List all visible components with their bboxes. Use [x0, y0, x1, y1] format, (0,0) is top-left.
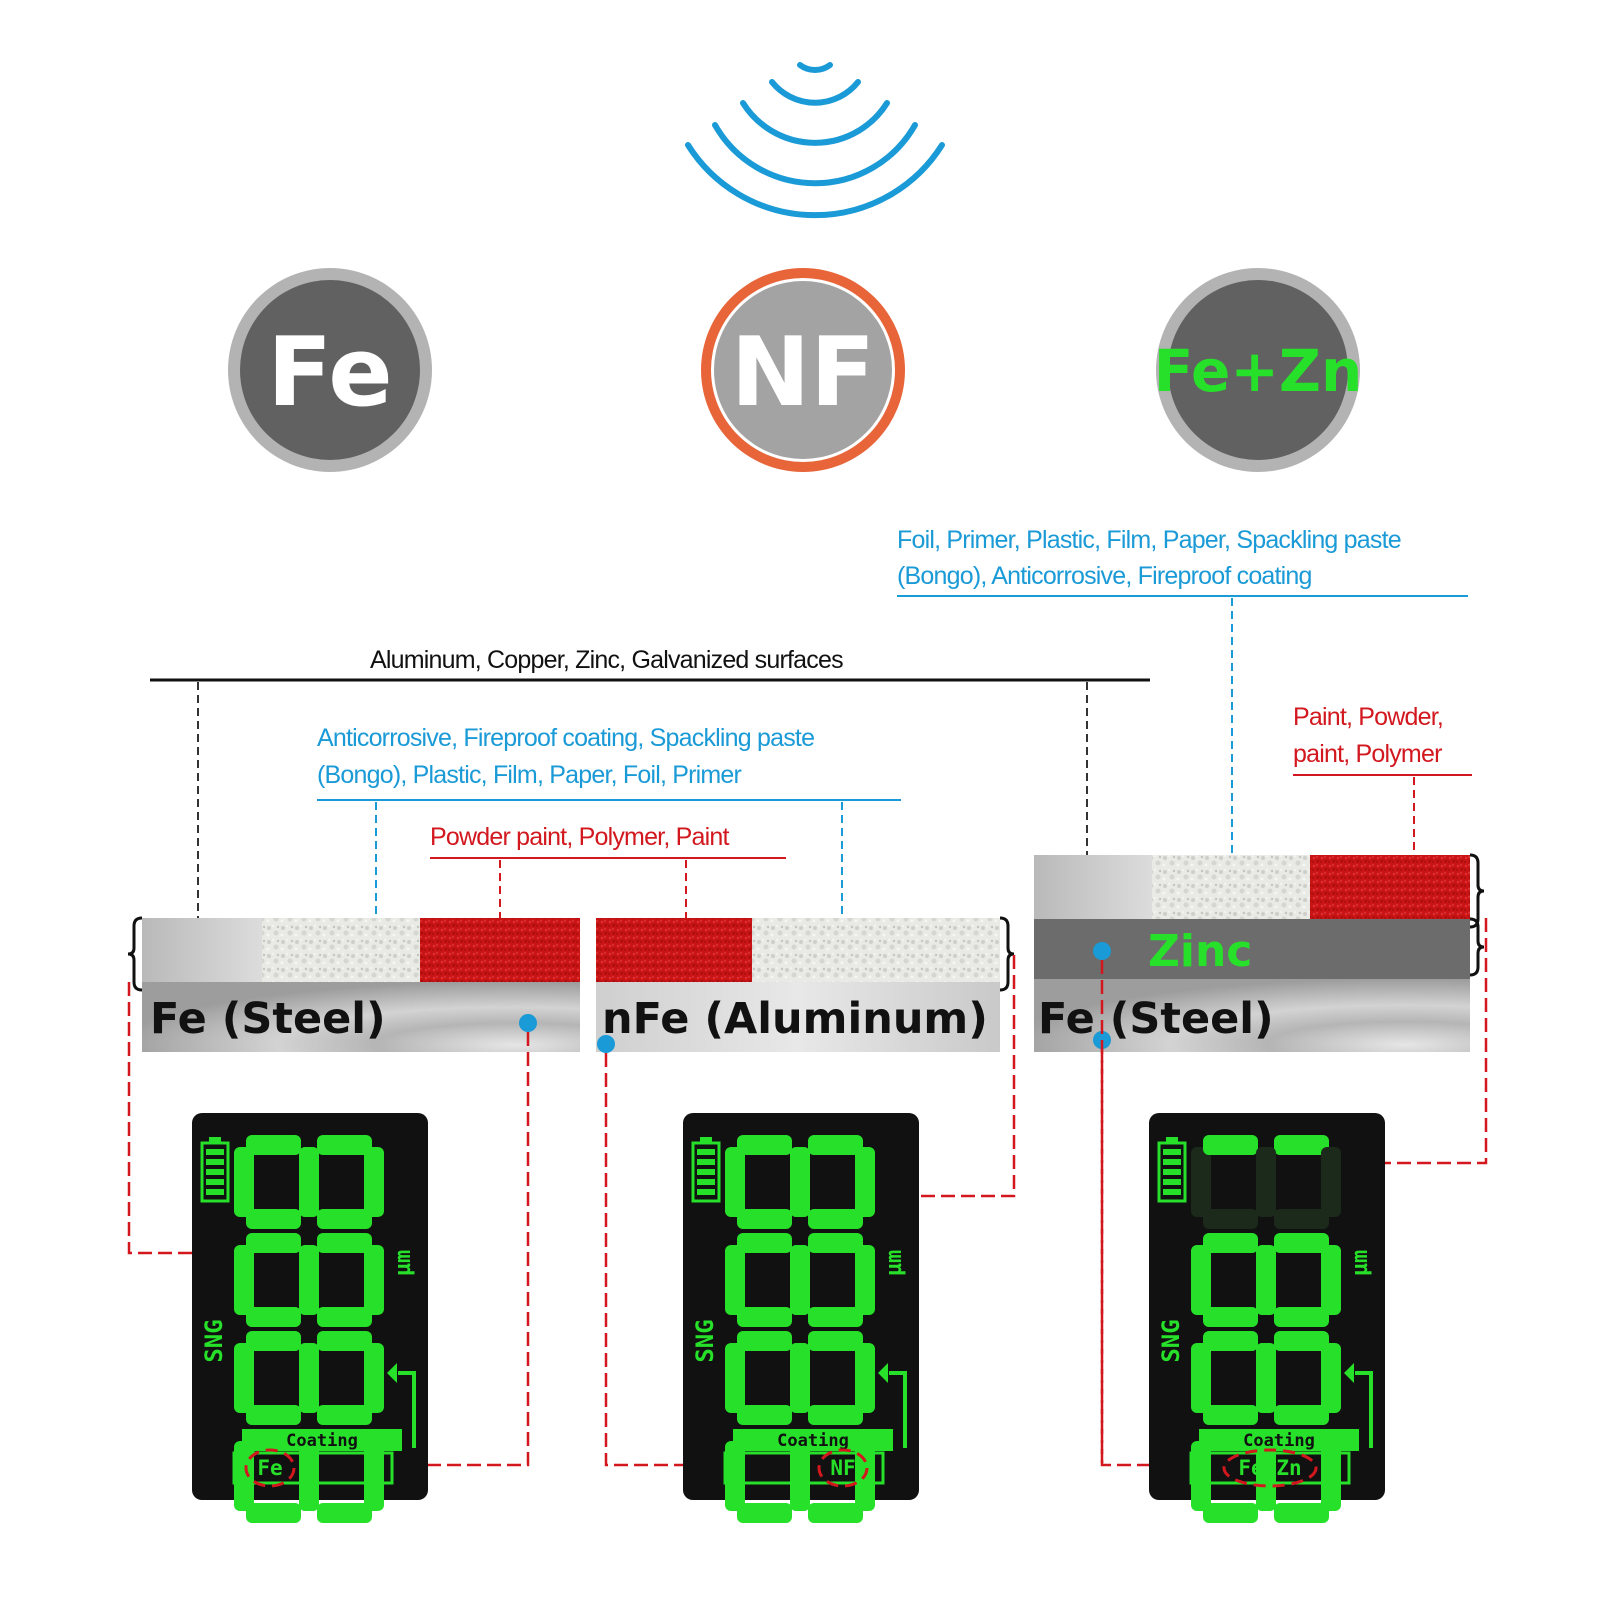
lcd-digit: [725, 1135, 875, 1229]
lcd-digit: [234, 1233, 384, 1327]
unit-label: µm: [391, 1250, 416, 1277]
coating-label: Coating: [286, 1431, 358, 1451]
battery-icon: [200, 1137, 230, 1203]
steel-label-2: Fe (Steel): [1038, 994, 1274, 1044]
unit-label: µm: [882, 1250, 907, 1277]
aluminum-label: nFe (Aluminum): [602, 994, 988, 1044]
left-paints-label: Powder paint, Polymer, Paint: [430, 823, 786, 918]
svg-text:Paint, Powder,: Paint, Powder,: [1293, 703, 1443, 731]
arrow-icon: [398, 1371, 416, 1448]
lcd-digit: [725, 1233, 875, 1327]
lcd-digit: [1191, 1135, 1341, 1229]
probe-point-1: [519, 1014, 537, 1032]
steel-label-1: Fe (Steel): [150, 994, 386, 1044]
svg-text:(Bongo), Anticorrosive, Firepr: (Bongo), Anticorrosive, Fireproof coatin…: [897, 562, 1312, 590]
fe-badge: Fe: [228, 268, 432, 472]
zinc-label: Zinc: [1148, 926, 1252, 977]
mode-label: NF: [830, 1456, 855, 1480]
coating-label: Coating: [777, 1431, 849, 1451]
nf-badge-label: NF: [731, 318, 875, 428]
aluminum-sample: nFe (Aluminum): [596, 916, 1015, 1053]
probe-point-zinc: [1093, 942, 1111, 960]
wireless-signal-icon: [685, 62, 945, 219]
fezn-badge-label: Fe+Zn: [1154, 337, 1363, 405]
lcd-digit: [234, 1331, 384, 1425]
lcd-digit: [1191, 1233, 1341, 1327]
mode-label: Fe+Zn: [1238, 1456, 1301, 1480]
nonferrous-metals-label: Aluminum, Copper, Zinc, Galvanized surfa…: [150, 646, 1150, 918]
probe-point-2: [597, 1035, 615, 1053]
coating-bar: [242, 1429, 402, 1451]
steel-sample-1: Fe (Steel): [127, 916, 580, 1052]
left-soft-coatings-label: Anticorrosive, Fireproof coating, Spackl…: [317, 724, 901, 918]
svg-text:paint, Polymer: paint, Polymer: [1293, 740, 1442, 768]
nf-badge: NF: [701, 268, 905, 472]
battery-icon: [691, 1137, 721, 1203]
fe-badge-label: Fe: [267, 318, 392, 428]
mode-frame: [1189, 1451, 1351, 1485]
svg-text:(Bongo), Plastic, Film, Paper,: (Bongo), Plastic, Film, Paper, Foil, Pri…: [317, 761, 742, 789]
fezn-badge: Fe+Zn: [1154, 268, 1363, 472]
battery-icon: [1157, 1137, 1187, 1203]
coating-bar: [733, 1429, 893, 1451]
arrow-icon: [889, 1371, 907, 1448]
lcd-displays: µmSNGCoatingFeµmSNGCoatingNFµmSNGCoating…: [192, 1113, 1385, 1523]
svg-text:Foil, Primer, Plastic, Film, P: Foil, Primer, Plastic, Film, Paper, Spac…: [897, 526, 1401, 554]
right-soft-coatings-label: Foil, Primer, Plastic, Film, Paper, Spac…: [897, 526, 1468, 855]
coating-bar: [1199, 1429, 1359, 1451]
arrow-icon: [1355, 1371, 1373, 1448]
lcd-digit: [725, 1331, 875, 1425]
coating-label: Coating: [1243, 1431, 1315, 1451]
mode-highlight: [817, 1448, 869, 1488]
galvanized-steel-sample: Zinc Fe (Steel): [1034, 853, 1485, 1052]
sng-label: SNG: [1157, 1319, 1185, 1362]
sng-label: SNG: [691, 1319, 719, 1362]
mode-frame: [723, 1451, 885, 1485]
mode-frame: [232, 1451, 394, 1485]
sng-label: SNG: [200, 1319, 228, 1362]
lcd-digit: [234, 1135, 384, 1229]
unit-label: µm: [1348, 1250, 1373, 1277]
mode-label: Fe: [257, 1456, 282, 1480]
mode-highlight: [1222, 1448, 1318, 1488]
svg-text:Aluminum, Copper, Zinc, Galvan: Aluminum, Copper, Zinc, Galvanized surfa…: [370, 646, 843, 674]
right-paints-label: Paint, Powder, paint, Polymer: [1293, 703, 1472, 855]
mode-highlight: [244, 1448, 296, 1488]
lcd-digit: [1191, 1331, 1341, 1425]
svg-text:Powder paint, Polymer, Paint: Powder paint, Polymer, Paint: [430, 823, 729, 851]
svg-text:Anticorrosive, Fireproof coati: Anticorrosive, Fireproof coating, Spackl…: [317, 724, 814, 752]
